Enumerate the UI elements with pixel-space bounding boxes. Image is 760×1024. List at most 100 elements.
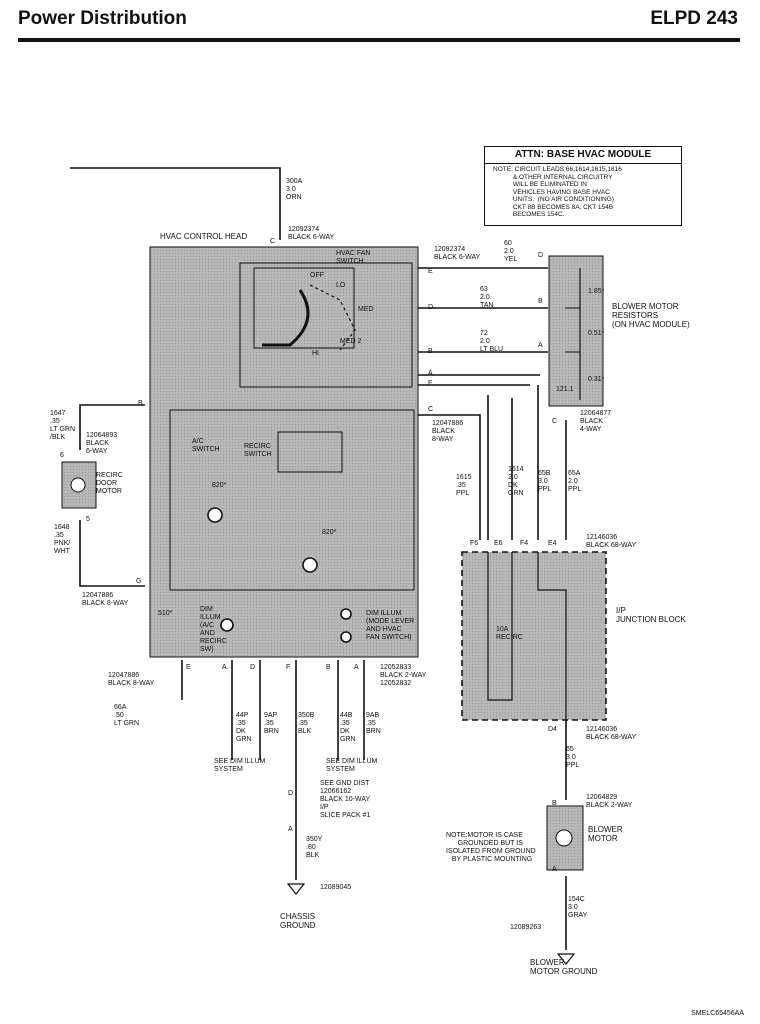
pin-e4: E4 xyxy=(548,540,557,547)
ip-junction-label: I/P JUNCTION BLOCK xyxy=(616,606,686,624)
footer-code: SMELC65456AA xyxy=(691,1010,744,1017)
wire-350b: 350B .35 BLK xyxy=(298,712,315,735)
attn-note: NOTE: CIRCUIT LEADS 66,1614,1615,1616 & … xyxy=(493,166,622,218)
connector-left-g: 12047886 BLACK 8-WAY xyxy=(82,592,129,607)
resistor-820a-label: 820* xyxy=(212,482,227,489)
pin-e-right: E xyxy=(428,268,433,275)
blower-resistors-label: BLOWER MOTOR RESISTORS (ON HVAC MODULE) xyxy=(612,302,690,329)
pin-d-bottom: D xyxy=(250,664,256,671)
wire-65b: 65B 3.0 PPL xyxy=(538,470,552,493)
wire-63: 63 2.0 TAN xyxy=(480,286,494,309)
fan-switch-arc xyxy=(262,289,310,347)
page-code: ELPD 243 xyxy=(650,8,738,29)
wire-65a: 65A 2.0 PPL xyxy=(568,470,582,493)
pin-c-right: C xyxy=(428,406,434,413)
wire-44p: 44P .35 DK GRN xyxy=(236,712,252,743)
wire-300a: 300A 3.0 ORN xyxy=(286,178,303,201)
wire-44b: 44B .35 DK GRN xyxy=(340,712,356,743)
wire-1648: 1648 .35 PNK/ WHT xyxy=(54,524,71,555)
pin-b-motor: B xyxy=(552,800,557,807)
wire-1647: 1647 .35 LT GRN /BLK xyxy=(50,410,76,441)
pin-a-res: A xyxy=(538,342,543,349)
gnd-dist-ref: SEE GND DIST 12066162 BLACK 10-WAY I/P S… xyxy=(320,780,371,819)
connector-left-b: 12064893 BLACK 6-WAY xyxy=(86,432,118,455)
ac-switch-label: A/C SWITCH xyxy=(192,438,220,453)
pin-f-right: F xyxy=(428,380,433,387)
recirc-motor-label: RECIRC DOOR MOTOR xyxy=(96,472,123,495)
fan-off-label: OFF xyxy=(310,272,324,279)
wire-60: 60 2.0 YEL xyxy=(504,240,518,263)
recirc-switch-label: RECIRC SWITCH xyxy=(244,443,272,458)
wire-1614: 1614 2.0 DK GRN xyxy=(508,466,524,497)
hvac-control-head-box xyxy=(149,246,419,658)
pin-e-bottom: E xyxy=(186,664,191,671)
see-dim-illum-2: SEE DIM ILLUM SYSTEM xyxy=(326,758,378,773)
chassis-ground-label: CHASSIS GROUND xyxy=(280,912,316,930)
resistor-1-label: 1.85* xyxy=(588,288,605,295)
recirc-indicator-lamp xyxy=(302,557,318,573)
pin-a-gnd: A xyxy=(288,826,293,833)
recirc-switch-box xyxy=(277,431,343,473)
attn-note-box: ATTN: BASE HVAC MODULE NOTE: CIRCUIT LEA… xyxy=(484,146,682,226)
pin-g-left: G xyxy=(136,578,142,585)
connector-jb-bottom: 12146036 BLACK 68-WAY xyxy=(586,726,637,741)
pin-a-motor: A xyxy=(552,866,557,873)
fan-lo-label: LO xyxy=(336,282,346,289)
wire-72: 72 2.0 LT BLU xyxy=(480,330,504,353)
pin-d4: D4 xyxy=(548,726,557,733)
dim-illum-bulb-2 xyxy=(340,608,352,620)
fan-switch-box xyxy=(239,262,413,388)
connector-bottom-right: 12052833 BLACK 2-WAY 12052832 xyxy=(380,664,427,687)
ground-1-part: 12089045 xyxy=(320,884,352,891)
page-header: Power Distribution ELPD 243 xyxy=(18,4,740,42)
hvac-control-head-label: HVAC CONTROL HEAD xyxy=(160,232,248,241)
wire-65: 65 3.0 PPL xyxy=(566,746,580,769)
page-title: Power Distribution xyxy=(18,8,187,29)
dim-illum-mode-label: DIM ILLUM (MODE LEVER AND HVAC FAN SWITC… xyxy=(366,610,415,641)
dim-illum-bulb-3 xyxy=(340,631,352,643)
fan-hi-label: HI xyxy=(312,350,319,357)
pin-5: 5 xyxy=(86,516,90,523)
fan-med2-label: MED 2 xyxy=(340,338,362,345)
wire-66a: 66A .50 LT GRN xyxy=(114,704,140,727)
resistor-2-label: 0.51* xyxy=(588,330,605,337)
ac-recirc-box xyxy=(169,409,415,591)
ac-indicator-lamp xyxy=(207,507,223,523)
blower-resistors-box xyxy=(548,255,604,407)
blower-motor-label: BLOWER MOTOR xyxy=(588,825,623,843)
fan-switch-inner xyxy=(253,267,355,349)
blower-ground-label: BLOWER MOTOR GROUND xyxy=(530,958,598,976)
wire-9ap: 9AP .35 BRN xyxy=(264,712,279,735)
pin-e6: E6 xyxy=(494,540,503,547)
wire-1615: 1615 .35 PPL xyxy=(456,474,472,497)
connector-mid-c: 12047886 BLACK 8-WAY xyxy=(432,420,464,443)
resistor-fuse-label: 121.1 xyxy=(556,386,574,393)
connector-motor: 12064829 BLACK 2-WAY xyxy=(586,794,633,809)
chassis-ground-symbol xyxy=(286,883,306,895)
resistor-510-label: 510* xyxy=(158,610,173,617)
dim-illum-ac-label: DIM ILLUM (A/C AND RECIRC SW) xyxy=(200,606,227,653)
pin-a-right: A xyxy=(428,370,433,377)
connector-jb-top: 12146036 BLACK 68-WAY xyxy=(586,534,637,549)
pin-b-bottom: B xyxy=(326,664,331,671)
attn-title: ATTN: BASE HVAC MODULE xyxy=(485,147,681,164)
pin-b-right: B xyxy=(428,348,433,355)
ip-junction-block xyxy=(461,551,607,721)
connector-bottom-left: 12047886 BLACK 8-WAY xyxy=(108,672,155,687)
pin-f4: F4 xyxy=(520,540,529,547)
pin-b-res: B xyxy=(538,298,543,305)
blower-ground-symbol xyxy=(556,953,576,965)
resistor-820b-label: 820* xyxy=(322,529,337,536)
pin-b-left: B xyxy=(138,400,143,407)
resistor-3-label: 0.31* xyxy=(588,376,605,383)
pin-a-bottom2: A xyxy=(354,664,359,671)
motor-note: NOTE:MOTOR IS CASE GROUNDED BUT IS ISOLA… xyxy=(446,832,536,863)
connector-right-top: 12092374 BLACK 6-WAY xyxy=(434,246,481,261)
see-dim-illum-1: SEE DIM ILLUM SYSTEM xyxy=(214,758,266,773)
wire-9ab: 9AB .35 BRN xyxy=(366,712,381,735)
pin-a-bottom: A xyxy=(222,664,227,671)
fan-switch-label: HVAC FAN SWITCH xyxy=(336,250,371,265)
pin-c-res: C xyxy=(552,418,558,425)
fuse-10a-label: 10A RECIRC xyxy=(496,626,523,641)
